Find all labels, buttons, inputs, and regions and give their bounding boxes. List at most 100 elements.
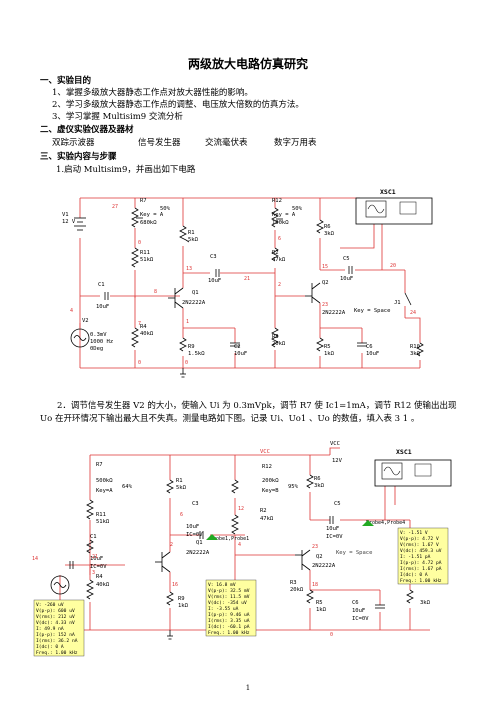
section-heading-instruments: 二、虚仪实验仪器及器材 [40,125,134,135]
svg-text:100kΩ: 100kΩ [272,220,289,226]
svg-text:20kΩ: 20kΩ [272,341,286,347]
svg-text:5kΩ: 5kΩ [188,237,199,243]
svg-text:47kΩ: 47kΩ [272,257,286,263]
instrument-item: 交流毫伏表 [205,138,248,148]
svg-text:50%: 50% [292,206,303,212]
svg-text:64%: 64% [122,484,133,490]
svg-text:I: -3.55 uA: I: -3.55 uA [208,606,239,612]
svg-text:24: 24 [410,310,416,316]
svg-text:10uF: 10uF [340,276,353,282]
svg-text:IC=0V: IC=0V [90,564,107,570]
svg-text:R6: R6 [314,476,321,482]
step-2-text: 2．调节信号发生器 V2 的大小，使输入 Ui 为 0.3mVpk，调节 R7 … [40,401,457,424]
svg-text:10uF: 10uF [366,351,379,357]
svg-text:0: 0 [185,360,188,366]
svg-text:10uF: 10uF [208,278,221,284]
svg-text:18: 18 [312,582,318,588]
svg-text:2N2222A: 2N2222A [186,550,210,556]
svg-text:12V: 12V [332,458,343,464]
svg-text:Freq.: 1.00 kHz: Freq.: 1.00 kHz [208,630,250,636]
svg-text:IC=0V: IC=0V [326,534,343,540]
svg-text:Key=A: Key=A [96,488,113,494]
svg-text:XSC1: XSC1 [396,448,412,456]
svg-text:C1: C1 [98,282,105,288]
svg-text:Freq.: 1.00 kHz: Freq.: 1.00 kHz [400,578,442,584]
oscilloscope-icon [374,459,452,487]
svg-text:R12: R12 [262,464,272,470]
svg-text:6: 6 [278,236,281,242]
svg-text:I(rms): 3.35 uA: I(rms): 3.35 uA [208,618,250,624]
svg-text:3kΩ: 3kΩ [314,483,325,489]
purpose-item: 2、学习多级放大器静态工作点的调整、电压放大倍数的仿真方法。 [52,100,304,110]
svg-text:I(dc): 0 A: I(dc): 0 A [400,572,428,578]
instrument-item: 信号发生器 [138,138,181,148]
svg-text:R5: R5 [324,344,331,350]
svg-text:R3: R3 [272,334,279,340]
svg-text:1kΩ: 1kΩ [316,607,327,613]
svg-text:3: 3 [92,570,95,576]
svg-text:Probe4,Probe4: Probe4,Probe4 [366,520,405,526]
svg-text:C6: C6 [352,600,359,606]
svg-text:13: 13 [186,266,192,272]
svg-text:V(dc): 459.3 uV: V(dc): 459.3 uV [400,548,442,554]
svg-text:IC=0V: IC=0V [186,532,203,538]
svg-text:V1: V1 [62,212,69,218]
section-heading-purpose: 一、实验目的 [40,76,92,86]
svg-text:10uF: 10uF [186,524,199,530]
svg-text:R5: R5 [316,600,323,606]
svg-text:Key=B: Key=B [262,488,279,494]
svg-text:R12: R12 [272,198,282,204]
svg-text:C1: C1 [90,534,97,540]
svg-text:R1: R1 [176,478,183,484]
svg-text:V(p-p): 4.72 V: V(p-p): 4.72 V [400,536,439,542]
svg-text:V(p-p): 32.5 mV: V(p-p): 32.5 mV [208,588,250,594]
oscilloscope-icon [355,197,433,225]
page-number: 1 [245,684,251,692]
svg-text:51kΩ: 51kΩ [96,519,110,525]
svg-text:2: 2 [278,282,281,288]
section-heading-procedure: 三、实验内容与步骤 [40,152,117,162]
svg-text:4: 4 [238,542,241,548]
svg-text:1.5kΩ: 1.5kΩ [188,351,205,357]
svg-text:15: 15 [322,264,328,270]
svg-text:R9: R9 [188,344,195,350]
svg-text:I(p-p): 9.46 uA: I(p-p): 9.46 uA [208,612,250,618]
svg-text:R1: R1 [188,230,195,236]
svg-text:C3: C3 [192,501,199,507]
svg-text:V(rms): 11.5 mV: V(rms): 11.5 mV [208,594,250,600]
svg-text:Key = Space: Key = Space [354,308,390,314]
svg-text:C3: C3 [210,254,217,260]
svg-text:V(dc): -354 uV: V(dc): -354 uV [208,600,247,606]
step-1-text: 1.启动 Multisim9，并画出如下电路 [56,165,196,175]
svg-text:R4: R4 [96,574,103,580]
svg-text:50%: 50% [160,206,171,212]
scope-label: XSC1 [380,188,396,196]
svg-text:R7: R7 [96,462,103,468]
svg-text:1000 Hz: 1000 Hz [90,339,113,345]
svg-text:Q2: Q2 [316,554,323,560]
svg-text:2N2222A: 2N2222A [182,300,206,306]
instrument-item: 双踪示波器 [52,138,95,148]
svg-text:0: 0 [138,240,141,246]
svg-text:V(rms): 212 uV: V(rms): 212 uV [36,614,75,620]
svg-text:10uF: 10uF [90,556,103,562]
svg-text:23: 23 [322,302,328,308]
svg-text:R11: R11 [140,250,150,256]
svg-text:20kΩ: 20kΩ [290,587,304,593]
svg-text:Q1: Q1 [192,290,199,296]
svg-text:V: -1.51 V: V: -1.51 V [400,530,428,536]
svg-text:2N2222A: 2N2222A [312,563,336,569]
svg-text:R4: R4 [140,324,147,330]
svg-text:1kΩ: 1kΩ [324,351,335,357]
instrument-item: 数字万用表 [274,138,317,148]
svg-text:0: 0 [330,632,333,638]
svg-text:R9: R9 [178,596,185,602]
svg-text:V: 16.8 mV: V: 16.8 mV [208,582,236,588]
svg-text:Probe1,Probe1: Probe1,Probe1 [210,536,249,542]
svg-text:C2: C2 [234,344,241,350]
svg-text:12 V: 12 V [62,219,76,225]
svg-text:VCC: VCC [330,441,340,447]
svg-text:10uF: 10uF [234,351,247,357]
svg-text:0: 0 [138,360,141,366]
